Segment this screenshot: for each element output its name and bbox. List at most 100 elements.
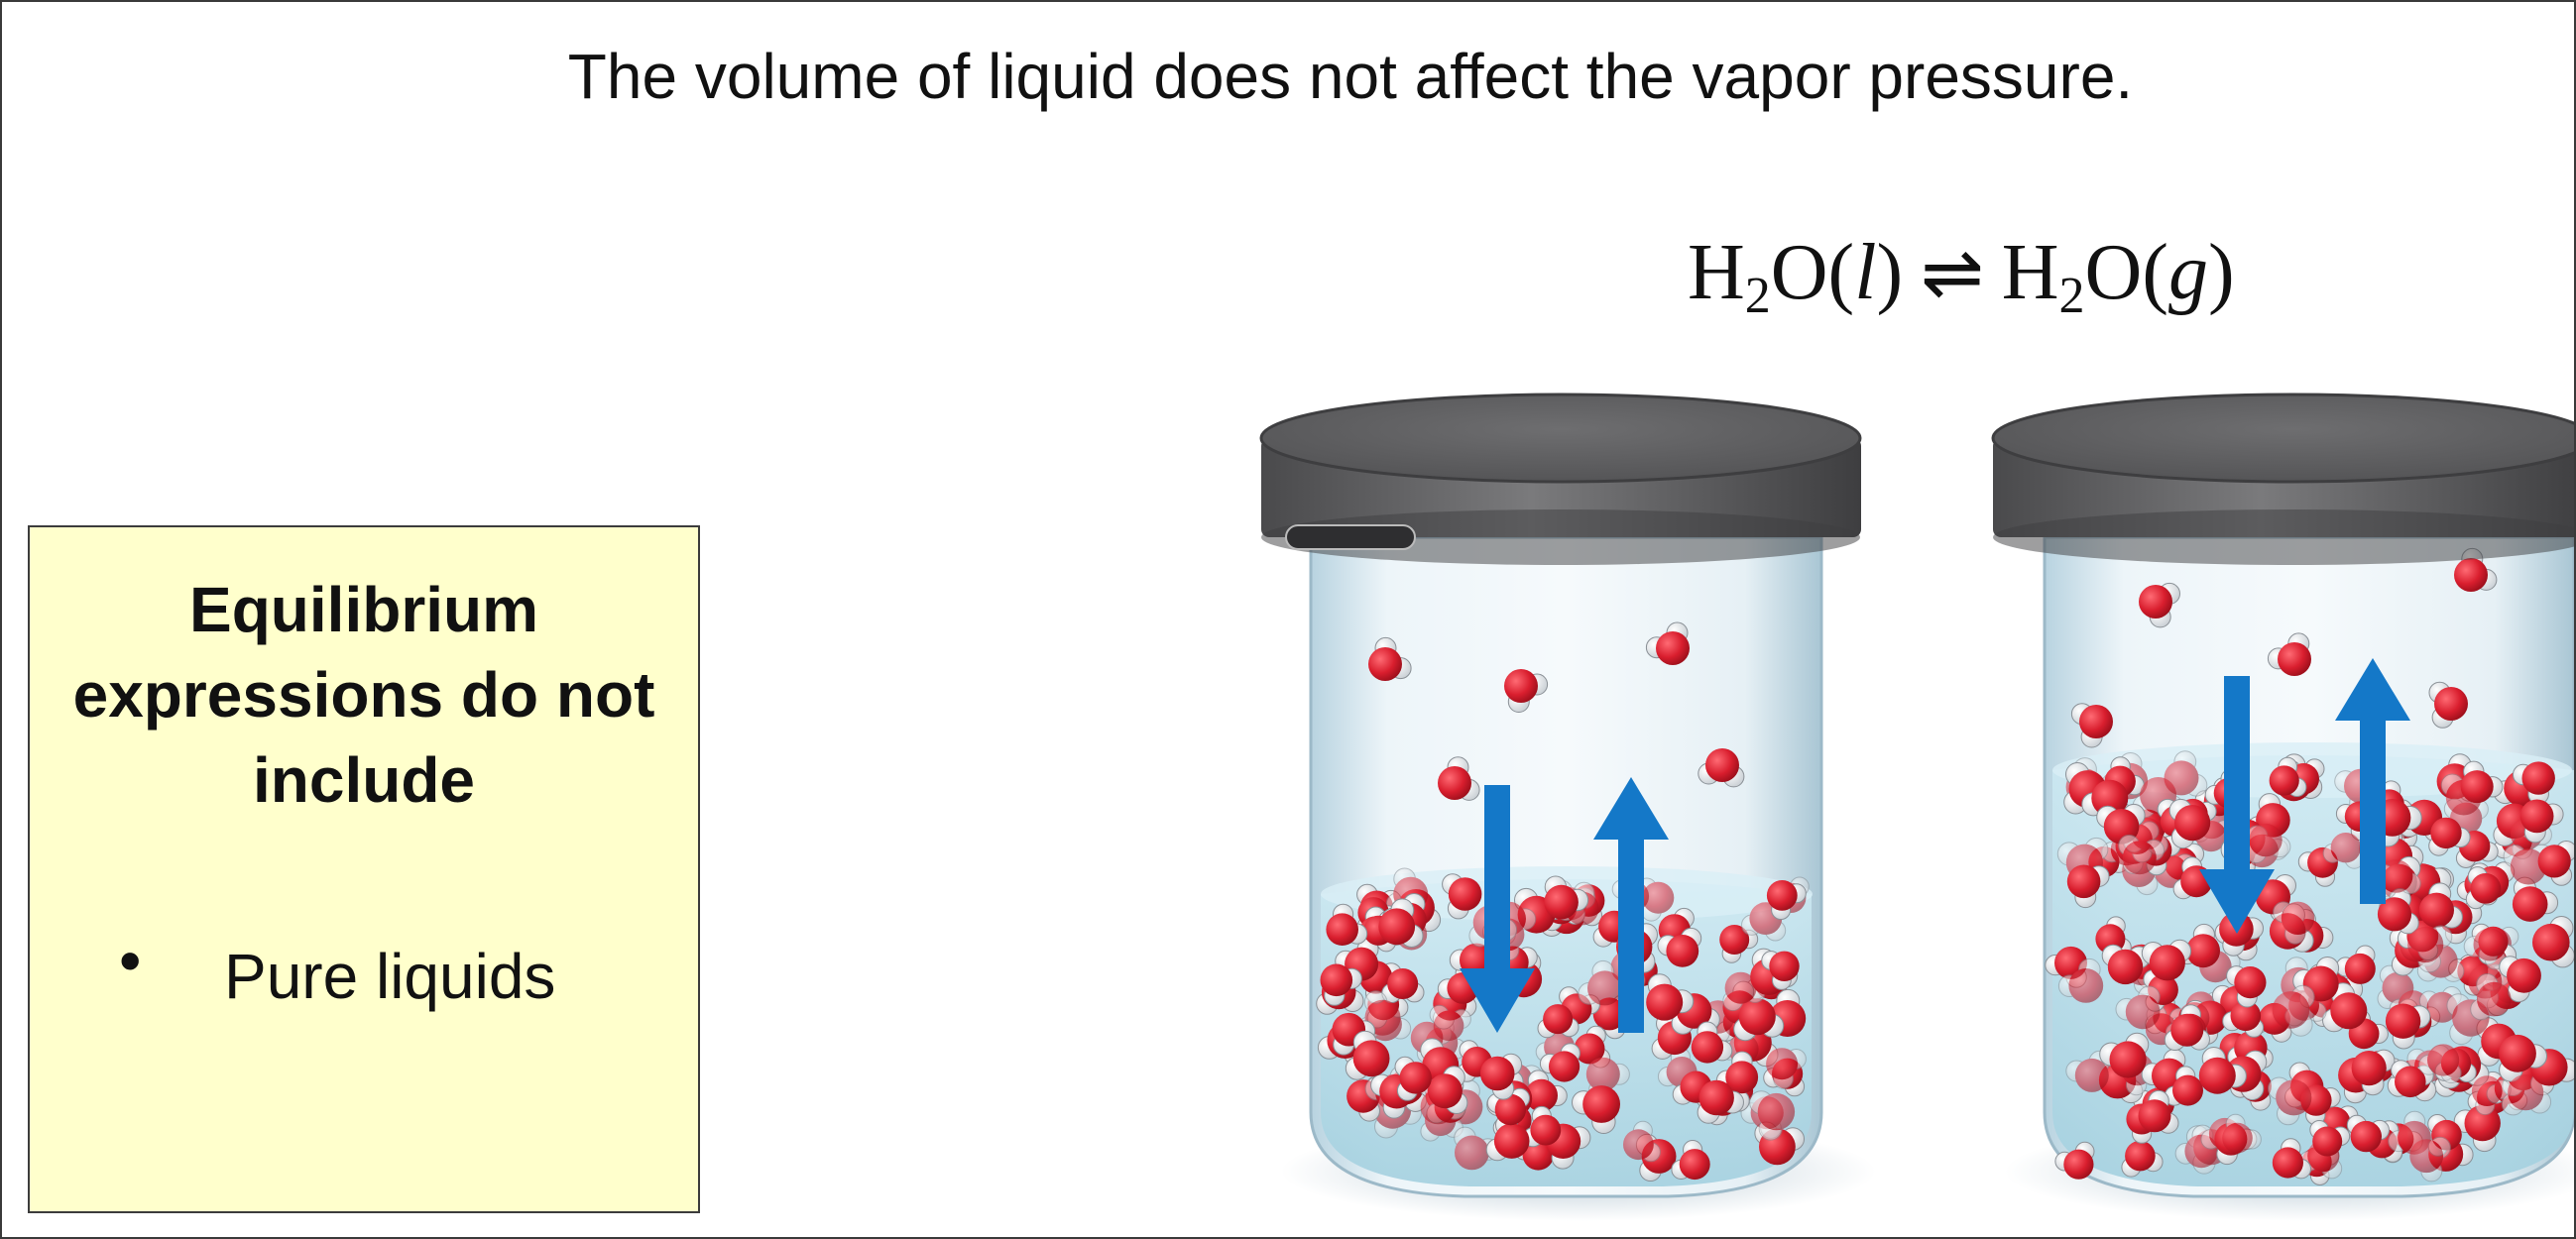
water-molecule [1691, 1021, 1733, 1064]
water-molecule [2057, 957, 2104, 1003]
water-molecule [1539, 1043, 1581, 1082]
water-molecule [2198, 1047, 2247, 1094]
eq-rhs-state: g [2167, 229, 2208, 316]
water-molecule [2409, 1136, 2451, 1183]
jar-left-vapor [1368, 621, 1745, 801]
water-molecule [1719, 925, 1759, 963]
water-molecule [1697, 1079, 1744, 1124]
jar-right-vapor [2070, 547, 2498, 748]
water-molecule [2351, 1049, 2396, 1096]
water-molecule [2164, 750, 2208, 797]
water-molecule [2513, 761, 2555, 805]
water-molecule [2222, 1000, 2265, 1038]
water-molecule [1544, 875, 1589, 920]
water-molecule [2460, 760, 2504, 804]
water-molecule [1749, 1090, 1796, 1141]
water-molecule [2168, 798, 2211, 849]
water-molecule [1671, 1140, 1710, 1181]
eq-rhs-sub: 2 [2058, 268, 2085, 324]
slide-title: The volume of liquid does not affect the… [567, 41, 2134, 112]
eq-lhs-close: ) [1876, 229, 1904, 316]
eq-lhs-sub: 2 [1744, 268, 1771, 324]
water-molecule [2407, 925, 2453, 973]
water-molecule [2322, 982, 2368, 1033]
water-molecule [1572, 1085, 1620, 1135]
eq-lhs-state: l [1854, 229, 1877, 316]
water-molecule [2272, 1138, 2312, 1180]
water-molecule [2418, 882, 2463, 929]
jar-right-lid-top [1991, 393, 2574, 484]
jar-right-condense-arrow [2199, 676, 2275, 934]
water-molecule [1766, 1048, 1807, 1089]
water-molecule [2226, 965, 2267, 1008]
water-molecule [2499, 956, 2541, 1003]
jar-left-evaporate-arrow [1593, 777, 1669, 1033]
water-molecule [2099, 1032, 2150, 1078]
water-molecule [2418, 1044, 2462, 1084]
water-molecule [2269, 756, 2307, 797]
water-molecule [1645, 621, 1690, 665]
water-molecule [1394, 1056, 1432, 1101]
water-molecule [1320, 963, 1362, 1006]
water-molecule [2121, 1140, 2164, 1178]
water-molecule [1766, 880, 1807, 920]
jar-left-condense-arrow [1460, 785, 1535, 1033]
water-molecule [1438, 756, 1480, 801]
water-molecule [2138, 1089, 2179, 1134]
water-molecule [2245, 823, 2291, 864]
bullet-dot: • [119, 925, 142, 996]
water-molecule [1733, 998, 1785, 1042]
water-molecule [2118, 835, 2165, 875]
water-molecule [2268, 1076, 2312, 1126]
water-molecule [1623, 1120, 1661, 1163]
water-molecule [1381, 968, 1425, 1004]
water-molecule [2322, 833, 2365, 869]
water-molecule [2465, 866, 2502, 910]
water-molecule [2499, 1034, 2548, 1082]
jar-right [1991, 393, 2574, 1221]
eq-rhs-h: H [2001, 229, 2059, 316]
water-molecule [2471, 1075, 2512, 1116]
jar-left [1259, 393, 1876, 1221]
water-molecule [1442, 873, 1482, 920]
jar-left-lid-tab [1285, 524, 1416, 550]
water-molecule [2335, 945, 2376, 984]
water-molecule [2532, 916, 2574, 968]
bullet-item-pure-liquids: Pure liquids [224, 941, 556, 1012]
jar-right-molecules [2045, 750, 2574, 1185]
water-molecule [2346, 1114, 2391, 1153]
water-molecule [2519, 799, 2564, 844]
water-molecule [2537, 841, 2574, 886]
water-molecule [2377, 888, 2419, 935]
water-molecule [1427, 1066, 1468, 1114]
water-molecule [1504, 669, 1549, 713]
water-molecule [2054, 1141, 2095, 1180]
water-molecule [2115, 985, 2161, 1030]
water-molecule [1378, 898, 1424, 948]
eq-rhs-o: O( [2084, 229, 2168, 316]
water-molecule [1345, 1030, 1390, 1080]
water-molecule [2222, 1113, 2262, 1154]
water-molecule [2428, 817, 2471, 856]
jar-right-evaporate-arrow [2335, 658, 2410, 904]
water-molecule [2267, 632, 2311, 676]
water-molecule [2309, 1120, 2351, 1157]
water-molecule [2501, 1074, 2552, 1116]
water-molecule [2470, 973, 2512, 1021]
water-molecule [2385, 1003, 2431, 1050]
water-molecule [1525, 1070, 1568, 1112]
jar-left-lid-top [1259, 393, 1862, 484]
water-molecule [2164, 1066, 2203, 1106]
water-molecule [2273, 901, 2315, 945]
water-molecule [1545, 1123, 1591, 1170]
water-molecule [1578, 959, 1622, 1006]
water-molecule [1698, 748, 1745, 788]
equilibrium-equation: H2O(l)⇌H2O(g) [1688, 228, 2235, 325]
water-molecule [1761, 951, 1800, 990]
eq-rhs-close: ) [2207, 229, 2235, 316]
water-molecule [2428, 681, 2468, 729]
water-molecule [2453, 1104, 2501, 1153]
eq-lhs-o: O( [1770, 229, 1855, 316]
